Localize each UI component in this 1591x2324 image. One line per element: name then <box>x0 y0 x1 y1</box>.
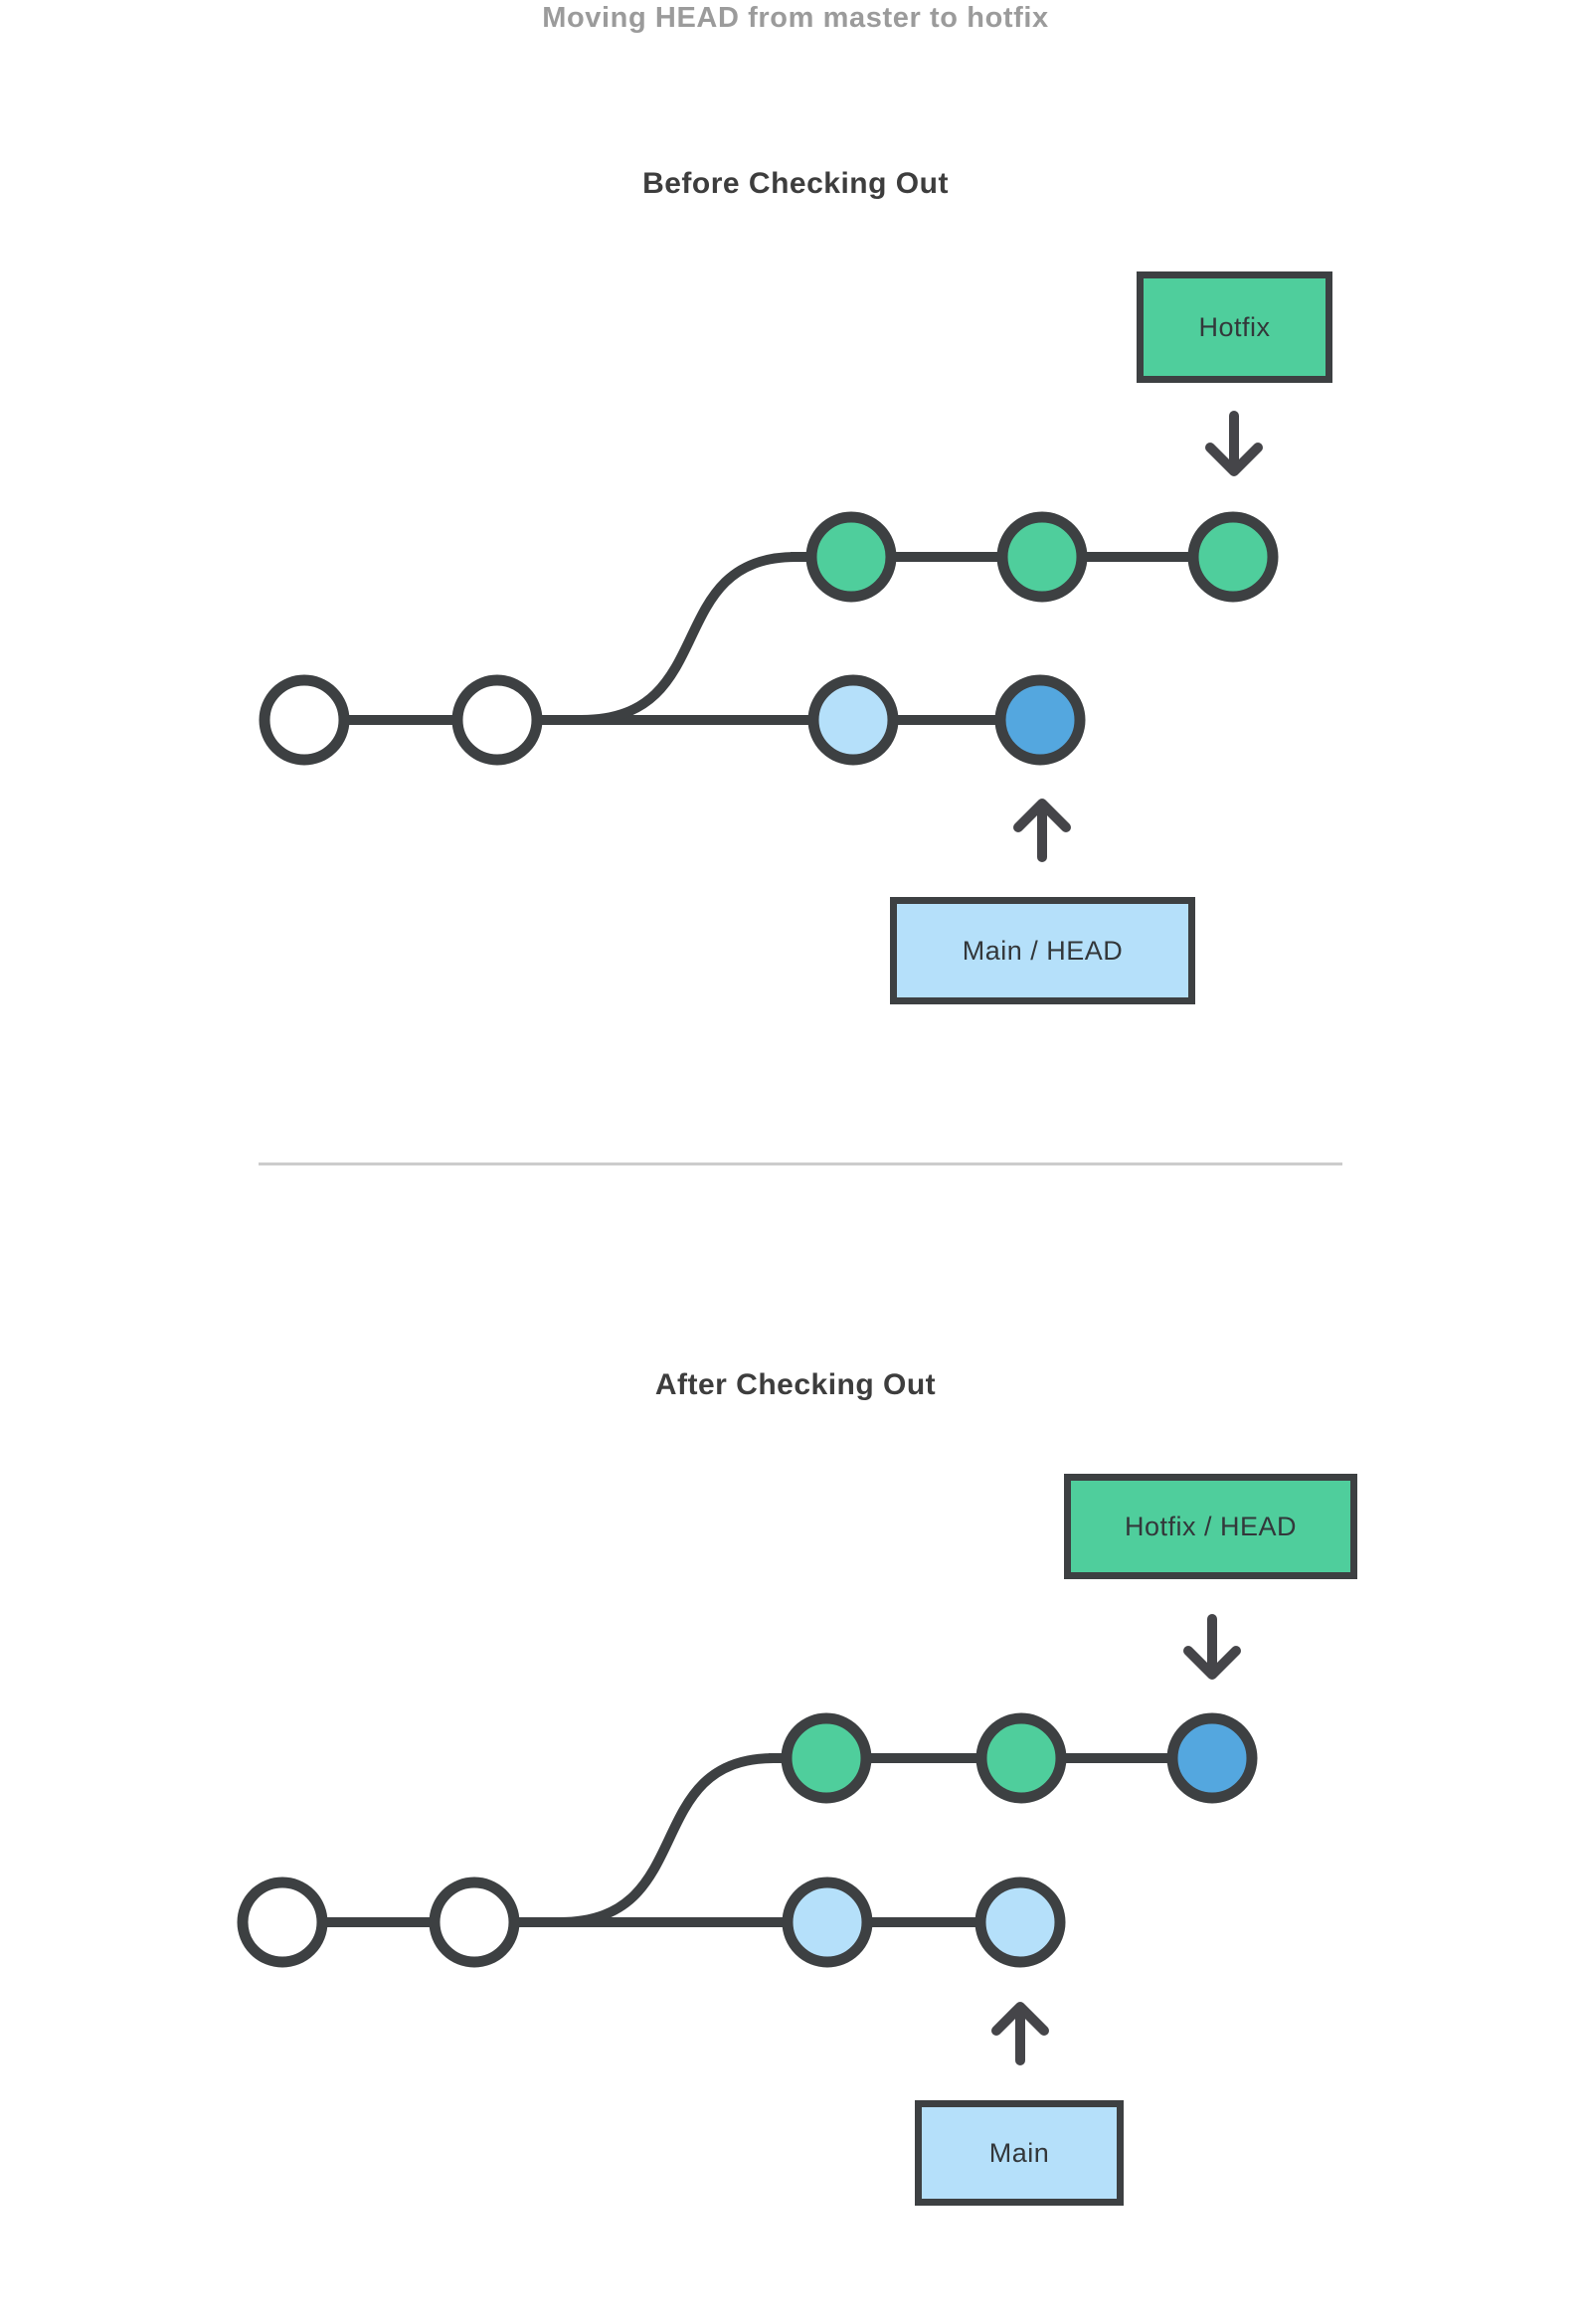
before-hotfix-commit-2 <box>996 511 1088 603</box>
after-hotfix-branch-label: Hotfix / HEAD <box>1064 1474 1357 1579</box>
before-graph <box>259 411 1279 862</box>
after-hotfix-commit-1 <box>781 1712 872 1804</box>
page-title: Moving HEAD from master to hotfix <box>542 2 1049 34</box>
after-main-commit-3 <box>782 1877 873 1968</box>
after-hotfix-commit-2 <box>975 1712 1067 1804</box>
before-branch-curve <box>577 552 800 725</box>
before-main-commit-2 <box>451 674 543 766</box>
before-hotfix-branch-label: Hotfix <box>1137 271 1332 383</box>
after-main-commit-2 <box>429 1877 520 1968</box>
after-heading: After Checking Out <box>654 1368 937 1401</box>
before-hotfix-commit-3 <box>1187 511 1279 603</box>
after-hotfix-commit-3-head <box>1166 1712 1258 1804</box>
before-main-commit-3 <box>807 674 899 766</box>
before-main-commit-4-head <box>994 674 1086 766</box>
after-main-commit-4 <box>974 1877 1066 1968</box>
before-main-branch-label: Main / HEAD <box>890 897 1195 1004</box>
up-arrow-icon <box>1013 799 1071 862</box>
after-main-commit-1 <box>237 1877 328 1968</box>
after-graph <box>237 1614 1258 2065</box>
after-main-branch-label: Main <box>915 2100 1124 2206</box>
down-arrow-icon <box>1183 1614 1241 1680</box>
before-main-commit-1 <box>259 674 350 766</box>
before-hotfix-commit-1 <box>805 511 897 603</box>
after-branch-curve <box>555 1753 779 1927</box>
down-arrow-icon <box>1205 411 1263 476</box>
up-arrow-icon <box>991 2002 1049 2065</box>
before-heading: Before Checking Out <box>642 167 949 200</box>
section-divider <box>259 1162 1342 1165</box>
